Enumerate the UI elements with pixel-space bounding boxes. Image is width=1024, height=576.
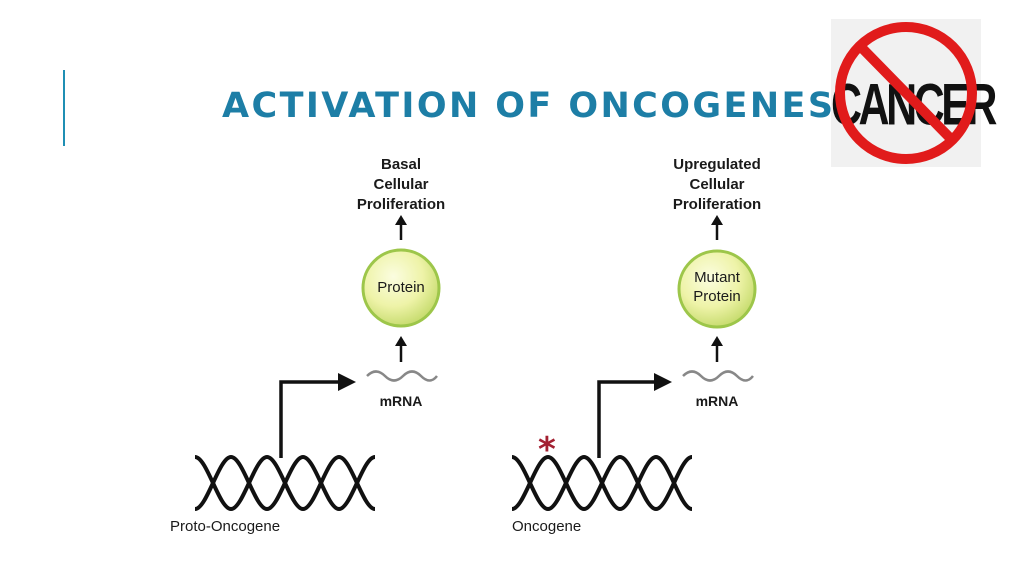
left-protein-arrowhead (395, 336, 407, 346)
right-gene-label: Oncogene (512, 518, 582, 535)
left-outcome-line-1: Basal (380, 156, 422, 173)
right-outcome-line-1: Upregulated (673, 156, 761, 173)
right-transcription-arrow (597, 380, 656, 458)
left-outcome-label: Basal Cellular Proliferation (341, 155, 461, 215)
right-protein-line-1: Mutant (694, 269, 740, 286)
right-dna-strand-2 (511, 454, 693, 512)
title-accent-line (63, 70, 65, 146)
right-mrna-wave (682, 370, 754, 382)
left-dna-strand-2 (194, 454, 376, 512)
slide-title: ACTIVATION OF ONCOGENES (222, 86, 836, 126)
left-protein-label: Protein (377, 279, 425, 296)
right-transcription-arrowhead (654, 373, 672, 391)
right-protein-arrowhead (711, 336, 723, 346)
left-mrna-wave (366, 370, 438, 382)
mutation-marker-icon: * (538, 430, 556, 470)
right-outcome-label: Upregulated Cellular Proliferation (652, 155, 782, 215)
left-outcome-line-3: Proliferation (356, 196, 446, 213)
left-outcome-arrowhead (395, 215, 407, 225)
left-gene-label: Proto-Oncogene (170, 518, 281, 535)
right-mrna-label: mRNA (695, 393, 739, 409)
left-protein-circle (361, 248, 441, 328)
right-protein-circle (677, 249, 757, 329)
left-transcription-arrowhead (338, 373, 356, 391)
left-outcome-line-2: Cellular (373, 176, 429, 193)
right-outcome-line-2: Cellular (689, 176, 745, 193)
no-cancer-logo: CANCER (831, 19, 997, 167)
left-mrna-label: mRNA (379, 393, 423, 409)
right-outcome-line-3: Proliferation (672, 196, 762, 213)
right-protein-label: Mutant Protein (677, 268, 757, 306)
right-protein-line-2: Protein (693, 288, 741, 305)
right-outcome-arrowhead (711, 215, 723, 225)
left-transcription-arrow (279, 380, 340, 458)
no-sign-icon (835, 22, 977, 164)
